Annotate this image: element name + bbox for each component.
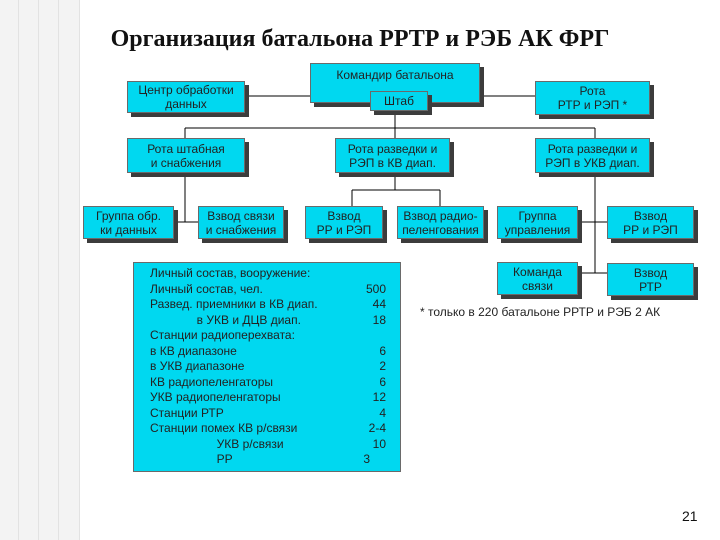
box-label: Команда xyxy=(513,264,562,279)
box-company-recon-kv: Рота разведки и РЭП в КВ диап. xyxy=(335,138,450,173)
box-label: Штаб xyxy=(384,94,414,108)
info-row: УКВ радиопеленгаторы 12 xyxy=(150,390,400,406)
info-label: Станции РТР xyxy=(150,405,224,420)
box-label: Взвод xyxy=(633,265,668,280)
box-platoon-rtr: Взвод РТР xyxy=(607,263,694,296)
box-label: Рота разведки и xyxy=(347,141,438,156)
box-platoon-direction-finding: Взвод радио- пеленгования xyxy=(397,206,484,239)
info-value: 2-4 xyxy=(368,421,386,435)
info-label: в УКВ и ДЦВ диап. xyxy=(150,312,301,327)
box-label: Центр обработки xyxy=(138,83,234,97)
box-label: РР и РЭП xyxy=(623,222,678,237)
footnote: * только в 220 батальоне РРТР и РЭБ 2 АК xyxy=(420,305,661,319)
decoration-line xyxy=(38,0,39,540)
info-value: 6 xyxy=(379,374,386,389)
box-label: РЭП в КВ диап. xyxy=(349,155,436,170)
info-value: 2 xyxy=(379,359,386,373)
info-row: Станции радиоперехвата: xyxy=(150,328,400,344)
info-row: в УКВ и ДЦВ диап. 18 xyxy=(150,313,400,329)
info-label: Развед. приемники в КВ диап. xyxy=(150,297,318,311)
left-decoration-panel xyxy=(0,0,80,540)
box-control-group: Группа управления xyxy=(497,206,578,239)
info-label: КВ радиопеленгаторы xyxy=(150,374,273,389)
box-label: данных xyxy=(165,97,207,111)
box-comm-team: Команда связи xyxy=(497,262,578,295)
info-label: Станции радиоперехвата: xyxy=(150,328,295,342)
slide-title: Организация батальона РРТР и РЭБ АК ФРГ xyxy=(110,26,610,52)
info-label: в КВ диапазоне xyxy=(150,343,237,358)
box-label: РЭП в УКВ диап. xyxy=(545,155,640,170)
box-company-recon-ukv: Рота разведки и РЭП в УКВ диап. xyxy=(535,138,650,173)
box-label: Группа xyxy=(518,208,557,223)
info-row: в КВ диапазоне 6 xyxy=(150,344,400,360)
info-label: в УКВ диапазоне xyxy=(150,359,245,373)
box-label: и снабжения xyxy=(150,155,222,170)
box-label: ки данных xyxy=(100,222,157,237)
box-label: пеленгования xyxy=(402,222,479,237)
info-label: Личный состав, вооружение: xyxy=(150,266,311,280)
info-label: РР xyxy=(150,452,233,466)
box-label: Командир батальона xyxy=(336,68,454,82)
box-platoon-rr-rep: Взвод РР и РЭП xyxy=(305,206,383,239)
box-label: Взвод xyxy=(327,208,361,223)
box-staff: Штаб xyxy=(370,91,428,111)
info-value: 6 xyxy=(379,343,386,358)
box-label: Рота разведки и xyxy=(547,141,638,156)
info-row: РР 3 xyxy=(150,452,400,468)
box-label: и снабжения xyxy=(205,222,277,237)
box-label: Взвод связи xyxy=(207,208,275,223)
info-row: Личный состав, вооружение: xyxy=(150,266,400,282)
box-platoon-comm-supply: Взвод связи и снабжения xyxy=(198,206,284,239)
box-label: Взвод xyxy=(633,208,668,223)
info-value: 3 xyxy=(363,452,370,466)
info-row: УКВ р/связи 10 xyxy=(150,437,400,453)
box-company-rtr-rep: Рота РТР и РЭП * xyxy=(535,81,650,115)
info-label: Личный состав, чел. xyxy=(150,281,263,296)
info-row: Развед. приемники в КВ диап. 44 xyxy=(150,297,400,313)
info-value: 4 xyxy=(379,405,386,420)
info-value: 18 xyxy=(372,312,386,327)
box-label: Группа обр. xyxy=(96,208,161,223)
box-label: РТР и РЭП * xyxy=(557,98,628,112)
box-label: РР и РЭП xyxy=(316,222,372,237)
info-row: Станции помех КВ р/связи 2-4 xyxy=(150,421,400,437)
decoration-line xyxy=(79,0,80,540)
info-value: 12 xyxy=(372,390,386,404)
box-platoon-rr-rep: Взвод РР и РЭП xyxy=(607,206,694,239)
box-label: Рота xyxy=(579,84,606,98)
personnel-equipment-panel: Личный состав, вооружение: Личный состав… xyxy=(133,262,401,472)
box-label: РТР xyxy=(639,279,662,294)
info-row: Станции РТР 4 xyxy=(150,406,400,422)
info-row: в УКВ диапазоне 2 xyxy=(150,359,400,375)
info-value: 44 xyxy=(372,297,386,311)
box-data-processing-center: Центр обработки данных xyxy=(127,81,245,113)
box-data-processing-group: Группа обр. ки данных xyxy=(83,206,174,239)
info-row: Личный состав, чел. 500 xyxy=(150,282,400,298)
box-company-hq-supply: Рота штабная и снабжения xyxy=(127,138,245,173)
info-value: 10 xyxy=(372,436,386,451)
info-label: УКВ радиопеленгаторы xyxy=(150,390,281,404)
box-label: управления xyxy=(504,222,571,237)
box-label: связи xyxy=(522,278,553,293)
info-label: УКВ р/связи xyxy=(150,436,284,451)
box-label: Рота штабная xyxy=(147,141,225,156)
info-label: Станции помех КВ р/связи xyxy=(150,421,298,435)
info-value: 500 xyxy=(365,281,386,296)
decoration-line xyxy=(18,0,19,540)
box-label: Взвод радио- xyxy=(403,208,478,223)
decoration-line xyxy=(58,0,59,540)
info-row: КВ радиопеленгаторы 6 xyxy=(150,375,400,391)
page-number: 21 xyxy=(682,508,698,524)
